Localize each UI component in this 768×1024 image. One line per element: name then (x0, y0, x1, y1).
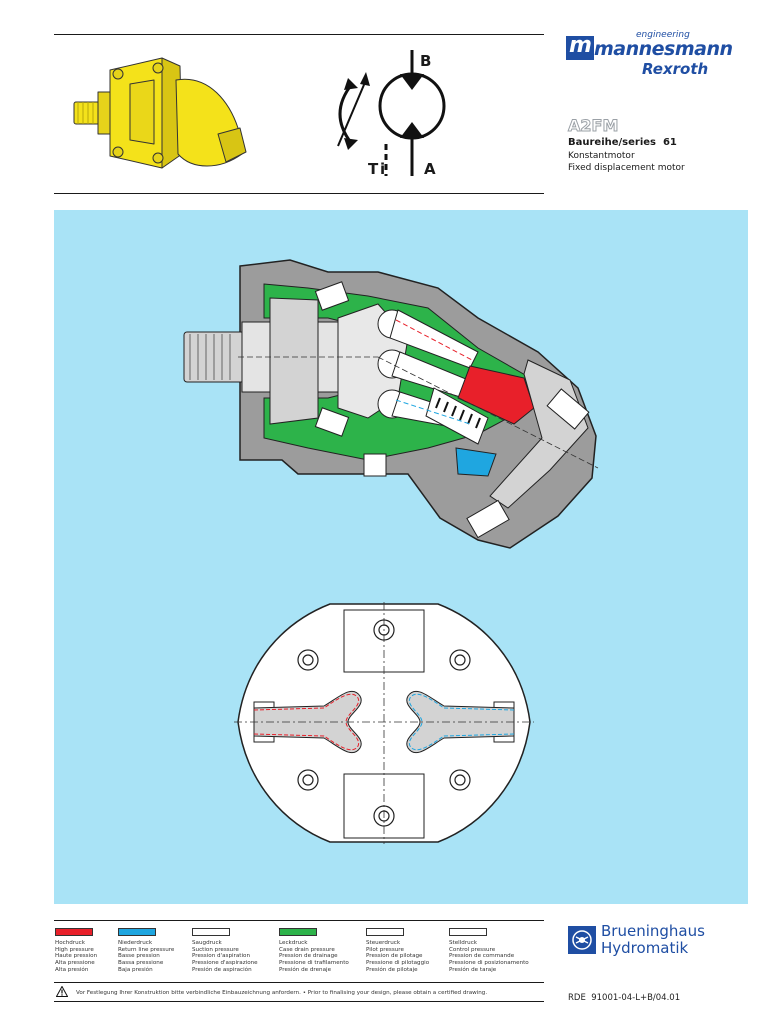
brand-company-sub: Rexroth (642, 60, 709, 78)
motor-cross-section (183, 259, 599, 549)
legend-text: Pressione di pilotaggio (366, 960, 430, 967)
legend-text: Presión de pilotaje (366, 966, 418, 973)
legend-top-rule (54, 920, 544, 921)
legend-swatch-suction-pressure (192, 928, 230, 936)
port-t-label: T (368, 160, 379, 178)
legend-suction-pressure: Saugdruck Suction pressure Pression d'as… (192, 940, 258, 974)
header-bottom-rule (54, 193, 544, 194)
legend-text: Baja presión (118, 966, 153, 973)
legend-return-pressure: Niederdruck Return line pressure Basse p… (118, 940, 174, 974)
legend-text: Leckdruck (279, 940, 308, 946)
bh-line2: Hydromatik (601, 939, 689, 957)
brand-logo-letter: m (569, 33, 592, 58)
legend-text: Stelldruck (449, 940, 478, 946)
product-model: A2FM (567, 116, 619, 136)
legend-text: Pression de commande (449, 953, 515, 960)
header-top-rule (54, 34, 544, 35)
legend-text: Pressione d'aspirazione (192, 960, 258, 967)
notice-text: Vor Festlegung Ihrer Konstruktion bitte … (76, 990, 488, 996)
legend-swatch-pilot-pressure (366, 928, 404, 936)
legend-swatch-high-pressure (55, 928, 93, 936)
product-series: Baureihe/series 61 (568, 137, 677, 148)
notice-bottom-rule (54, 1001, 544, 1002)
legend-text: Niederdruck (118, 940, 153, 946)
notice-top-rule (54, 982, 544, 983)
legend-text: Steuerdruck (366, 940, 401, 946)
legend-text: Pressione di trafilamento (279, 960, 349, 967)
brand-engineering: engineering (636, 30, 690, 40)
port-plate-view (234, 602, 534, 844)
legend-text: Pression de pilotage (366, 953, 423, 960)
document-id: RDE 91001-04-L+B/04.01 (568, 993, 681, 1003)
legend-text: Presión de taraje (449, 966, 497, 973)
legend-text: Bassa pressione (118, 960, 164, 967)
port-i-label: i (380, 160, 386, 178)
legend-high-pressure: Hochdruck High pressure Haute pression A… (55, 940, 97, 974)
bh-logo-mark (568, 926, 596, 954)
legend-text: Pressione di posizionamento (449, 960, 529, 967)
legend-text: Return line pressure (118, 946, 175, 953)
legend-swatch-case-drain (279, 928, 317, 936)
brand-logo-mark: m (566, 33, 594, 60)
motor-illustration (73, 57, 247, 169)
legend-text: Pilot pressure (366, 946, 404, 953)
legend-text: Case drain pressure (279, 946, 335, 953)
legend-swatch-return-pressure (118, 928, 156, 936)
legend-text: Pression de drainage (279, 953, 338, 960)
port-a-label: A (424, 160, 436, 178)
legend-text: Presión de aspiración (192, 966, 252, 973)
hydraulic-motor-symbol (337, 50, 446, 176)
brand-company-main: mannesmann (594, 38, 733, 60)
legend-text: High pressure (55, 946, 94, 953)
legend-text: Control pressure (449, 946, 496, 953)
legend-text: Presión de drenaje (279, 966, 332, 973)
port-b-label: B (420, 52, 432, 70)
legend-swatch-control-pressure (449, 928, 487, 936)
legend-pilot-pressure: Steuerdruck Pilot pressure Pression de p… (366, 940, 429, 974)
legend-text: Alta presión (55, 966, 89, 973)
legend-text: Pression d'aspiration (192, 953, 250, 960)
bh-line1: Brueninghaus (601, 922, 705, 940)
legend-control-pressure: Stelldruck Control pressure Pression de … (449, 940, 529, 974)
warning-icon (56, 986, 68, 997)
bh-globe-icon (572, 930, 592, 950)
legend-text: Haute pression (55, 953, 98, 960)
legend-text: Basse pression (118, 953, 160, 960)
legend-text: Suction pressure (192, 946, 239, 953)
legend-text: Hochdruck (55, 940, 85, 946)
legend-case-drain: Leckdruck Case drain pressure Pression d… (279, 940, 349, 974)
product-desc-en: Fixed displacement motor (568, 163, 685, 173)
legend-text: Saugdruck (192, 940, 222, 946)
product-desc-de: Konstantmotor (568, 151, 635, 161)
legend-text: Alta pressione (55, 960, 95, 967)
